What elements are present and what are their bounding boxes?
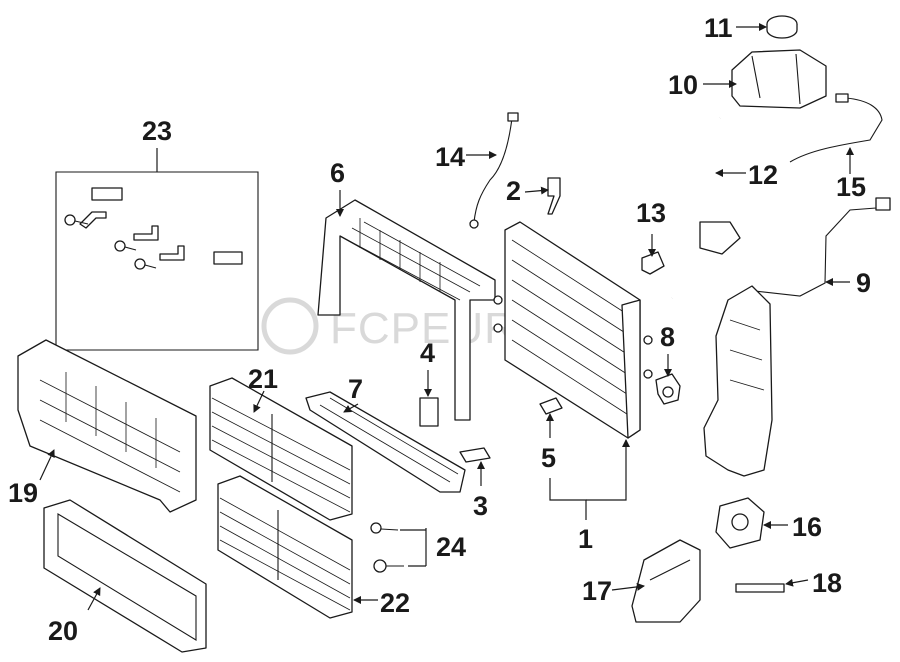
part-23-hardware-kit <box>55 148 259 351</box>
callout-6: 6 <box>330 158 345 188</box>
leader-lines <box>39 23 854 611</box>
callout-16: 16 <box>792 512 822 542</box>
callout-8: 8 <box>660 322 675 352</box>
callouts: 11 10 12 15 9 13 14 2 6 23 4 7 21 8 5 3 … <box>8 13 871 646</box>
callout-15: 15 <box>836 172 866 202</box>
part-12-coolant-hose <box>669 116 741 300</box>
callout-17: 17 <box>582 576 612 606</box>
callout-21: 21 <box>248 364 278 394</box>
part-17-mount-bracket <box>631 539 701 623</box>
callout-24: 24 <box>436 532 466 562</box>
callout-13: 13 <box>636 198 666 228</box>
callout-1: 1 <box>578 524 593 554</box>
callout-18: 18 <box>812 568 842 598</box>
part-8-fitting <box>655 373 681 405</box>
callout-11: 11 <box>704 13 733 43</box>
part-21-shutter-upper <box>209 377 353 521</box>
part-20-seal-frame <box>43 499 207 653</box>
callout-19: 19 <box>8 478 38 508</box>
part-5-sensor <box>539 397 563 415</box>
callout-14: 14 <box>435 142 465 172</box>
part-19-grille-carrier <box>17 339 197 513</box>
part-16-water-pump <box>715 497 765 549</box>
callout-5: 5 <box>541 443 556 473</box>
part-15-bleed-hose <box>789 93 883 163</box>
part-9-water-hose-assembly <box>703 197 891 477</box>
callout-23: 23 <box>142 116 172 146</box>
part-13-cap <box>641 251 665 275</box>
callout-20: 20 <box>48 616 78 646</box>
callout-9: 9 <box>856 268 871 298</box>
part-18-clamp <box>735 583 785 593</box>
callout-12: 12 <box>748 160 778 190</box>
callout-4: 4 <box>420 338 435 368</box>
part-3-pad <box>459 447 491 463</box>
callout-2: 2 <box>506 176 521 206</box>
callout-7: 7 <box>348 374 363 404</box>
part-22-shutter-lower <box>217 475 353 619</box>
callout-3: 3 <box>473 491 488 521</box>
part-4-clip <box>419 397 439 427</box>
part-14-sensor-harness <box>469 112 519 229</box>
part-6-upper-air-guide <box>317 199 496 421</box>
callout-22: 22 <box>380 588 410 618</box>
callout-10: 10 <box>668 70 698 100</box>
part-11-tank-cap <box>766 15 798 39</box>
part-24-bolts <box>370 522 404 573</box>
part-1-radiator <box>493 221 653 439</box>
part-10-expansion-tank <box>731 49 827 109</box>
part-2-bracket <box>547 177 561 215</box>
